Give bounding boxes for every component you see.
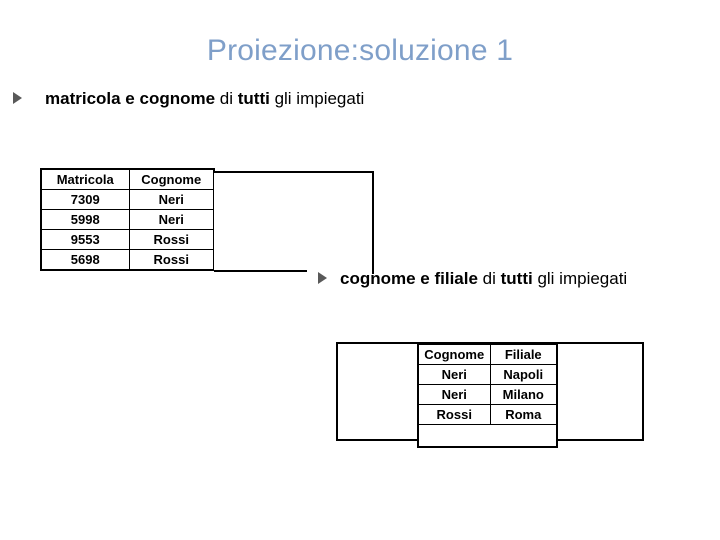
page-title: Proiezione:soluzione 1 — [206, 34, 514, 67]
bullet-2-segment-2: di — [477, 269, 501, 288]
cell-cognome: Rossi — [417, 404, 491, 425]
cell-cognome: Neri — [417, 384, 491, 405]
bullet-2-segment-1: cognome e filiale — [340, 269, 478, 288]
table-row: Neri Napoli — [417, 364, 558, 385]
table-header-row: Cognome Filiale — [417, 343, 558, 365]
bullet-1-segment-3: tutti — [237, 89, 270, 108]
bullet-2-segment-4: gli impiegati — [532, 269, 628, 288]
cell-filiale: Roma — [489, 404, 558, 425]
cell-filiale: Milano — [489, 384, 558, 405]
table-row-empty — [417, 424, 558, 448]
cell-matricola: 5698 — [40, 249, 130, 271]
table-row: Rossi Roma — [417, 404, 558, 425]
cell-matricola: 9553 — [40, 229, 130, 250]
column-header-filiale: Filiale — [489, 343, 558, 365]
column-header-cognome: Cognome — [128, 168, 215, 190]
bullet-1-segment-4: gli impiegati — [269, 89, 365, 108]
column-header-cognome: Cognome — [417, 343, 491, 365]
table-row: 5698 Rossi — [40, 249, 215, 271]
mask-box-bottom-rule — [214, 270, 307, 272]
cell-filiale: Napoli — [489, 364, 558, 385]
triangle-bullet-icon — [318, 272, 327, 284]
cell-cognome: Neri — [128, 209, 215, 230]
bullet-item-label: matricola e cognome di tutti gli impiega… — [45, 86, 395, 111]
table-header-row: Matricola Cognome — [40, 168, 215, 190]
cell-matricola: 7309 — [40, 189, 130, 210]
cell-matricola: 5998 — [40, 209, 130, 230]
table-matricola-cognome: Matricola Cognome 7309 Neri 5998 Neri 95… — [40, 168, 215, 271]
bullet-1-segment-1: matricola e cognome — [45, 89, 216, 108]
bullet-1-segment-2: di — [215, 89, 238, 108]
cell-cognome: Neri — [417, 364, 491, 385]
bullet-item-label: cognome e filiale di tutti gli impiegati — [340, 266, 710, 291]
table-row: 9553 Rossi — [40, 229, 215, 250]
mask-box-outline — [214, 171, 374, 274]
table-row: Neri Milano — [417, 384, 558, 405]
bullet-2-segment-3: tutti — [500, 269, 533, 288]
cell-cognome: Rossi — [128, 229, 215, 250]
cell-empty — [417, 424, 558, 448]
table-row: 7309 Neri — [40, 189, 215, 210]
table-row: 5998 Neri — [40, 209, 215, 230]
triangle-bullet-icon — [13, 92, 22, 104]
cell-cognome: Rossi — [128, 249, 215, 271]
table-cognome-filiale: Cognome Filiale Neri Napoli Neri Milano … — [417, 343, 558, 448]
column-header-matricola: Matricola — [40, 168, 130, 190]
cell-cognome: Neri — [128, 189, 215, 210]
